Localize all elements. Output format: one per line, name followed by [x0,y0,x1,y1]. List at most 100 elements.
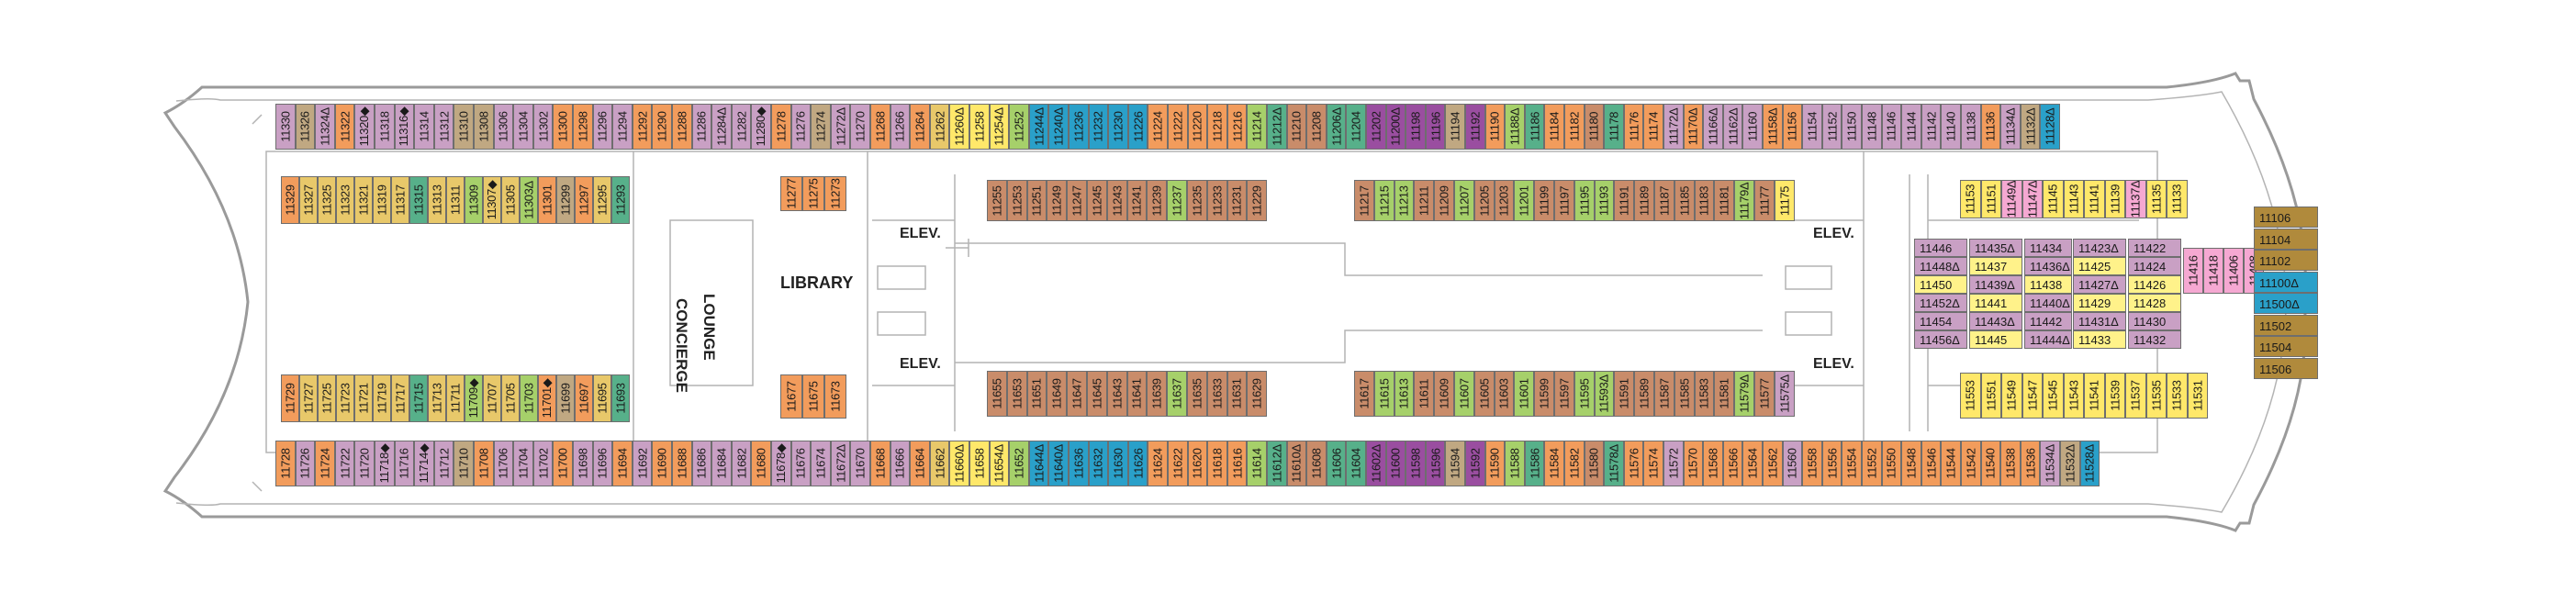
stateroom-11233[interactable]: 11233 [1206,180,1227,221]
stateroom-11502[interactable]: 11502 [2254,314,2318,336]
stateroom-11211[interactable]: 11211 [1414,180,1435,221]
stateroom-11534[interactable]: 11534Δ [2040,441,2060,486]
stateroom-11552[interactable]: 11552 [1862,441,1882,486]
stateroom-11593[interactable]: 11593Δ [1594,371,1615,417]
stateroom-11428[interactable]: 11428 [2128,294,2181,312]
stateroom-11654[interactable]: 11654Δ [989,441,1010,486]
stateroom-11180[interactable]: 11180 [1584,104,1605,150]
stateroom-11703[interactable]: 11703 [520,374,538,422]
stateroom-11678[interactable]: 11678◆ [771,441,791,486]
stateroom-11324[interactable]: 11324Δ [315,104,335,150]
stateroom-11139[interactable]: 11139 [2104,180,2125,218]
stateroom-11637[interactable]: 11637 [1167,371,1187,417]
stateroom-11633[interactable]: 11633 [1206,371,1227,417]
stateroom-11706[interactable]: 11706 [493,441,514,486]
stateroom-11434[interactable]: 11434 [2024,239,2072,257]
stateroom-11533[interactable]: 11533 [2167,373,2188,419]
stateroom-11617[interactable]: 11617 [1354,371,1374,417]
stateroom-11426[interactable]: 11426 [2128,275,2181,294]
stateroom-11144[interactable]: 11144 [1901,104,1921,150]
stateroom-11456[interactable]: 11456Δ [1914,330,1967,349]
stateroom-11500[interactable]: 11500Δ [2254,293,2318,314]
stateroom-11597[interactable]: 11597 [1554,371,1574,417]
stateroom-11560[interactable]: 11560 [1782,441,1803,486]
stateroom-11226[interactable]: 11226 [1127,104,1148,150]
stateroom-11710[interactable]: 11710 [454,441,474,486]
stateroom-11140[interactable]: 11140 [1941,104,1961,150]
stateroom-11585[interactable]: 11585 [1674,371,1695,417]
stateroom-11446[interactable]: 11446 [1914,239,1967,257]
stateroom-11425[interactable]: 11425 [2073,257,2126,275]
stateroom-11506[interactable]: 11506 [2254,357,2318,379]
stateroom-11174[interactable]: 11174 [1643,104,1663,150]
stateroom-11620[interactable]: 11620 [1187,441,1208,486]
stateroom-11537[interactable]: 11537 [2125,373,2146,419]
stateroom-11542[interactable]: 11542 [1961,441,1981,486]
stateroom-11177[interactable]: 11177 [1754,180,1775,221]
stateroom-11209[interactable]: 11209 [1434,180,1454,221]
stateroom-11145[interactable]: 11145 [2043,180,2064,218]
stateroom-11216[interactable]: 11216 [1226,104,1248,150]
stateroom-11438[interactable]: 11438 [2024,275,2072,294]
stateroom-11293[interactable]: 11293 [611,176,630,224]
stateroom-11132[interactable]: 11132Δ [2020,104,2041,150]
stateroom-11187[interactable]: 11187 [1654,180,1674,221]
stateroom-11448[interactable]: 11448Δ [1914,257,1967,275]
stateroom-11304[interactable]: 11304 [513,104,533,150]
stateroom-11432[interactable]: 11432 [2128,330,2181,349]
stateroom-11652[interactable]: 11652 [1009,441,1029,486]
stateroom-11452[interactable]: 11452Δ [1914,294,1967,312]
stateroom-11433[interactable]: 11433 [2073,330,2126,349]
stateroom-11587[interactable]: 11587 [1654,371,1674,417]
stateroom-11604[interactable]: 11604 [1346,441,1366,486]
stateroom-11203[interactable]: 11203 [1494,180,1515,221]
stateroom-11406[interactable]: 11406 [2223,248,2244,294]
stateroom-11218[interactable]: 11218 [1207,104,1227,150]
stateroom-11658[interactable]: 11658 [969,441,990,486]
stateroom-11302[interactable]: 11302 [532,104,554,150]
stateroom-11306[interactable]: 11306 [493,104,514,150]
stateroom-11249[interactable]: 11249 [1047,180,1068,221]
stateroom-11100[interactable]: 11100Δ [2254,271,2318,293]
stateroom-11430[interactable]: 11430 [2128,312,2181,330]
stateroom-11146[interactable]: 11146 [1881,104,1902,150]
stateroom-11252[interactable]: 11252 [1009,104,1029,150]
stateroom-11674[interactable]: 11674 [811,441,831,486]
stateroom-11154[interactable]: 11154 [1802,104,1822,150]
stateroom-11590[interactable]: 11590 [1484,441,1506,486]
stateroom-11589[interactable]: 11589 [1634,371,1654,417]
stateroom-11207[interactable]: 11207 [1454,180,1474,221]
stateroom-11614[interactable]: 11614 [1247,441,1267,486]
stateroom-11443[interactable]: 11443Δ [1969,312,2022,330]
stateroom-11295[interactable]: 11295 [593,176,611,224]
stateroom-11152[interactable]: 11152 [1821,104,1842,150]
stateroom-11416[interactable]: 11416 [2183,248,2203,294]
stateroom-11666[interactable]: 11666 [890,441,911,486]
stateroom-11150[interactable]: 11150 [1842,104,1862,150]
stateroom-11539[interactable]: 11539 [2104,373,2125,419]
stateroom-11535[interactable]: 11535 [2145,373,2167,419]
stateroom-11629[interactable]: 11629 [1247,371,1268,417]
stateroom-11270[interactable]: 11270 [850,104,870,150]
stateroom-11268[interactable]: 11268 [870,104,890,150]
stateroom-11548[interactable]: 11548 [1901,441,1921,486]
stateroom-11106[interactable]: 11106 [2254,207,2318,228]
stateroom-11536[interactable]: 11536 [2020,441,2041,486]
stateroom-11441[interactable]: 11441 [1969,294,2022,312]
stateroom-11690[interactable]: 11690 [652,441,672,486]
stateroom-11631[interactable]: 11631 [1226,371,1248,417]
stateroom-11543[interactable]: 11543 [2063,373,2084,419]
stateroom-11698[interactable]: 11698 [573,441,593,486]
stateroom-11160[interactable]: 11160 [1742,104,1763,150]
stateroom-11635[interactable]: 11635 [1187,371,1207,417]
stateroom-11626[interactable]: 11626 [1127,441,1148,486]
stateroom-11220[interactable]: 11220 [1187,104,1208,150]
stateroom-11275[interactable]: 11275 [802,176,824,211]
stateroom-11282[interactable]: 11282 [731,104,752,150]
stateroom-11566[interactable]: 11566 [1722,441,1743,486]
stateroom-11186[interactable]: 11186 [1524,104,1545,150]
stateroom-11213[interactable]: 11213 [1394,180,1415,221]
stateroom-11601[interactable]: 11601 [1514,371,1535,417]
stateroom-11575[interactable]: 11575Δ [1774,371,1795,417]
stateroom-11204[interactable]: 11204 [1346,104,1366,150]
